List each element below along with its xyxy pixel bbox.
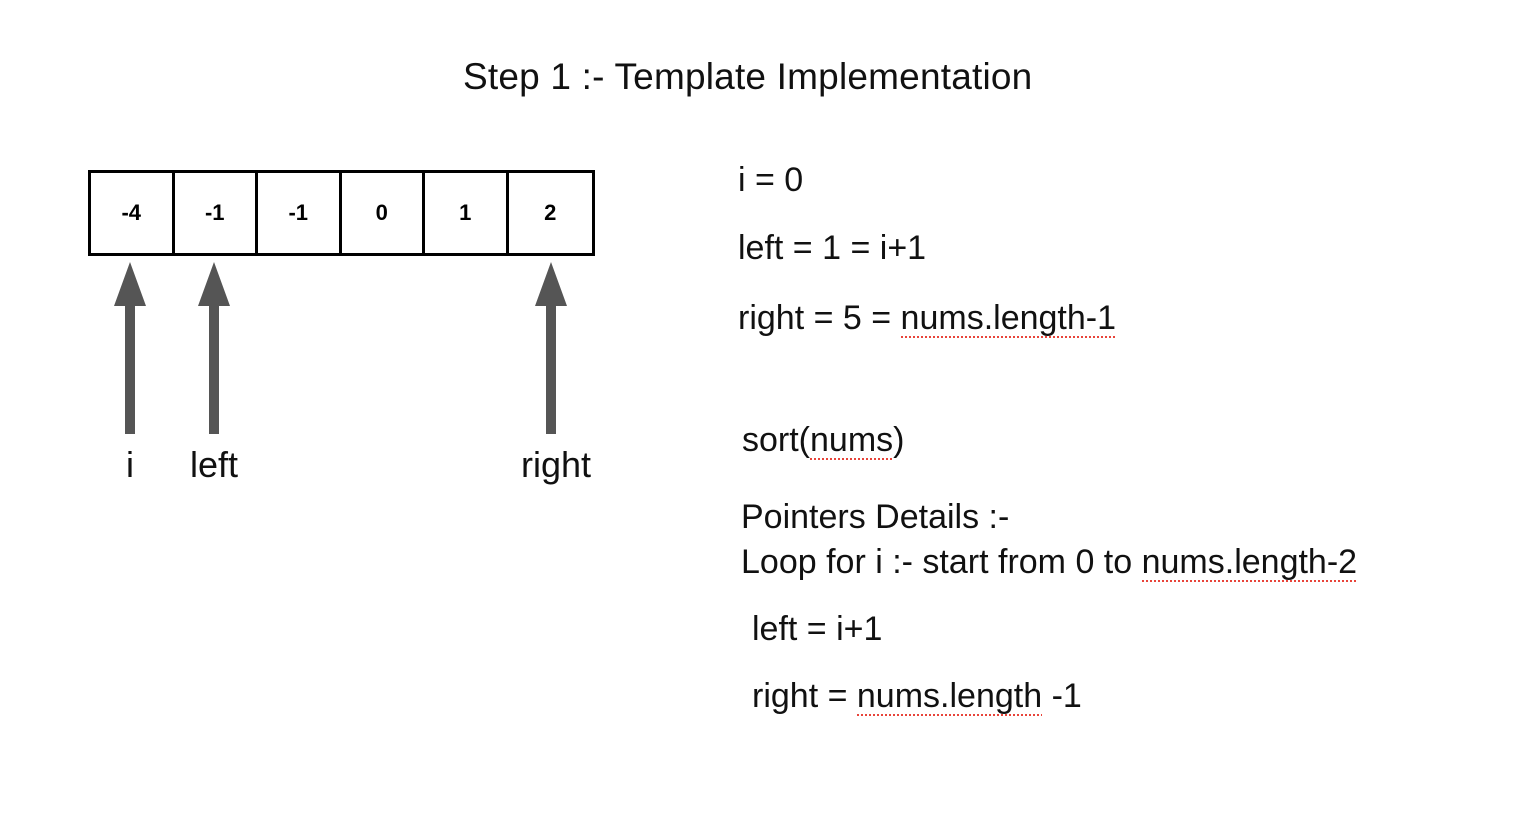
note-text: left = 1 = i+1 bbox=[738, 229, 927, 267]
pointer-left: left bbox=[184, 262, 244, 484]
pointer-label-right: right bbox=[521, 444, 592, 485]
note-text: Loop for i :- start from 0 to bbox=[741, 543, 1142, 581]
note-left-value: left = 1 = i+1 bbox=[738, 228, 926, 268]
spellcheck-term: nums.length bbox=[856, 677, 1043, 717]
page-title: Step 1 :- Template Implementation bbox=[463, 56, 1033, 97]
spellcheck-term: nums.length-1 bbox=[900, 299, 1117, 339]
note-loop-line: Loop for i :- start from 0 to nums.lengt… bbox=[741, 542, 1358, 583]
spellcheck-term: nums bbox=[810, 421, 894, 461]
note-i-value: i = 0 bbox=[738, 160, 803, 200]
array-container: -4 -1 -1 0 1 2 bbox=[88, 170, 595, 256]
pointer-label-left: left bbox=[189, 444, 239, 485]
array-cell: 1 bbox=[425, 173, 509, 253]
array-cell: 2 bbox=[508, 173, 592, 253]
pointer-right: right bbox=[521, 262, 592, 485]
up-arrow-icon bbox=[114, 262, 146, 434]
note-text: left = i+1 bbox=[752, 610, 883, 648]
note-text: i = 0 bbox=[738, 161, 804, 199]
spellcheck-term: nums.length-2 bbox=[1141, 543, 1358, 583]
note-pointers-heading: Pointers Details :- bbox=[741, 497, 1009, 537]
note-text: right = bbox=[752, 677, 857, 715]
pointer-label-i: i bbox=[126, 444, 134, 485]
array-cell: -4 bbox=[91, 173, 175, 253]
note-right-assign: right = nums.length -1 bbox=[752, 676, 1082, 717]
note-right-value: right = 5 = nums.length-1 bbox=[738, 298, 1117, 339]
note-text: right = 5 = bbox=[738, 299, 901, 337]
note-text: Pointers Details :- bbox=[741, 498, 1010, 536]
up-arrow-icon bbox=[535, 262, 567, 434]
note-text-suffix: -1 bbox=[1042, 677, 1082, 715]
note-sort-call: sort(nums) bbox=[742, 420, 905, 461]
array-cell: 0 bbox=[341, 173, 425, 253]
array-cell: -1 bbox=[258, 173, 342, 253]
note-text-suffix: ) bbox=[893, 421, 905, 459]
pointer-i: i bbox=[100, 262, 160, 484]
note-text: sort( bbox=[742, 421, 810, 459]
up-arrow-icon bbox=[198, 262, 230, 434]
array-cell: -1 bbox=[174, 173, 258, 253]
note-left-assign: left = i+1 bbox=[752, 609, 882, 649]
